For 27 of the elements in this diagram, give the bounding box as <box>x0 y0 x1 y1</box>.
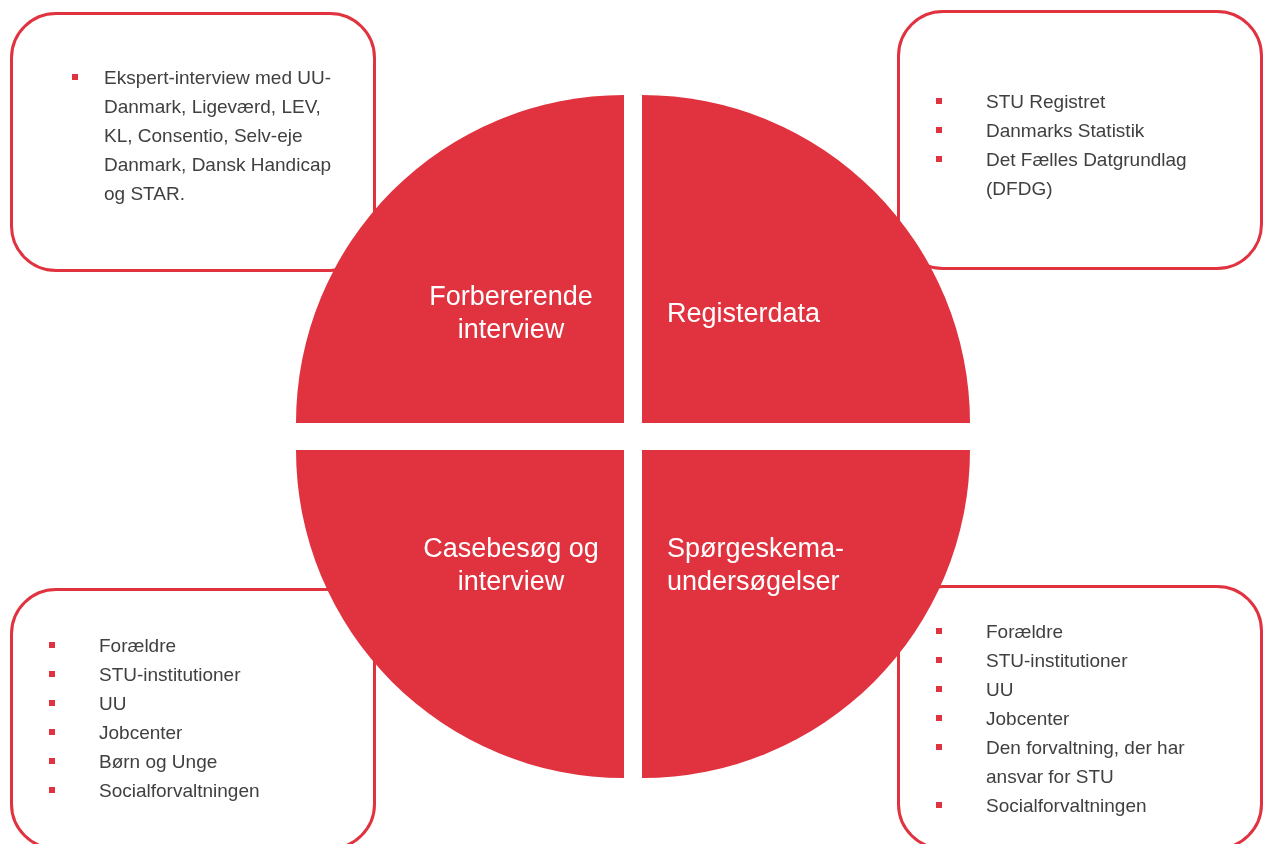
text-box <box>10 588 376 844</box>
list-item-text: Socialforvaltningen <box>986 794 1147 818</box>
quadrant-segment <box>642 95 970 423</box>
list-item-text: Jobcenter <box>99 721 183 745</box>
list-item-text: UU <box>986 678 1014 702</box>
segment-title: Registerdata <box>667 297 822 330</box>
segment-title: Spørgeskema-undersøgelser <box>667 532 846 598</box>
list-item-text: Jobcenter <box>986 707 1070 731</box>
list-item-text: Den forvaltning, der har ansvar for STU <box>986 736 1186 789</box>
list-item-text: STU Registret <box>986 90 1106 114</box>
list-item-text: Børn og Unge <box>99 750 218 774</box>
segment-title: Casebesøg og interview <box>422 532 600 598</box>
list-item-text: Forældre <box>99 634 177 658</box>
text-box <box>897 10 1263 270</box>
list-item-text: Ekspert-interview med UU-Danmark, Ligeværd, LEV, KL, Consentio, Selv-eje Danmark, Dansk Handicap og STAR. <box>104 66 333 206</box>
list-item-text: Forældre <box>986 620 1064 644</box>
list-item-text: STU-institutioner <box>99 663 241 687</box>
text-box <box>10 12 376 272</box>
list-item-text: UU <box>99 692 127 716</box>
list-item-text: STU-institutioner <box>986 649 1128 673</box>
quadrant-segment <box>296 450 624 778</box>
list-item-text: Socialforvaltningen <box>99 779 260 803</box>
segment-title: Forbererende interview <box>428 280 594 346</box>
quadrant-segment <box>642 450 970 778</box>
list-item-text: Danmarks Statistik <box>986 119 1145 143</box>
text-box <box>897 585 1263 844</box>
list-item-text: Det Fælles Datgrundlag (DFDG) <box>986 148 1188 201</box>
